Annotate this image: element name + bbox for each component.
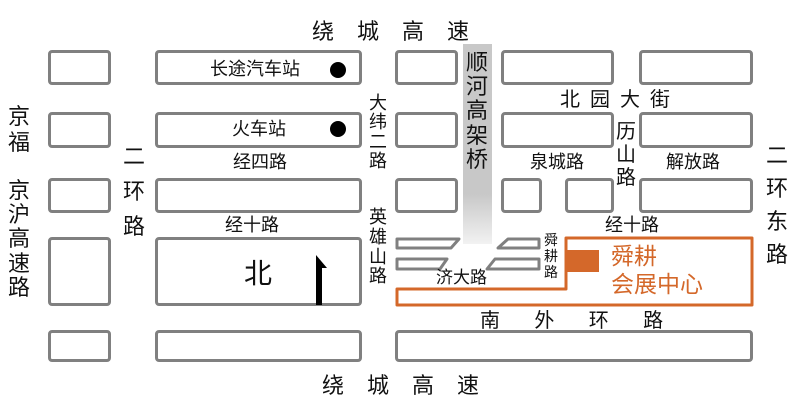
bus-station-marker-icon (330, 62, 346, 78)
label-beiyuan-street: 北园大街 (560, 87, 680, 111)
label-jingshi-road-east: 经十路 (605, 215, 659, 236)
city-block (155, 330, 362, 362)
city-block (155, 50, 362, 85)
label-shungeng-road: 舜耕路 (544, 233, 558, 282)
city-block (501, 112, 614, 148)
label-dawei-2nd-road: 大纬二路 (369, 93, 387, 173)
ramp-block (496, 237, 541, 250)
city-block (501, 178, 542, 213)
label-jingsi-road: 经四路 (233, 152, 287, 173)
label-jingshi-road-west: 经十路 (225, 215, 279, 236)
label-quancheng-road: 泉城路 (530, 152, 584, 173)
train-station-marker-icon (330, 121, 346, 137)
city-block (48, 330, 111, 362)
city-block (639, 50, 753, 85)
city-block (395, 112, 458, 148)
label-south-outer-ring: 南 外 环 路 (480, 308, 678, 332)
north-arrow-icon (316, 255, 327, 305)
label-second-ring-west: 二环路 (123, 145, 146, 241)
venue-area-outline (395, 236, 754, 307)
shunhe-viaduct-highway (463, 44, 492, 244)
city-block (395, 50, 458, 85)
city-block (639, 112, 753, 148)
label-jingfu: 京福 (8, 105, 31, 156)
city-block (155, 178, 362, 213)
label-jinghu-expressway: 京沪高速路 (8, 179, 31, 301)
compass-north-label: 北 (244, 257, 273, 290)
ramp-block (395, 257, 449, 271)
city-block (639, 178, 753, 213)
venue-name-line2: 会展中心 (611, 272, 703, 298)
city-block (155, 112, 362, 148)
label-lishan-road: 历山路 (616, 119, 636, 189)
label-bus-station: 长途汽车站 (210, 59, 300, 80)
city-block (155, 237, 362, 306)
label-yingxiongshan-road: 英雄山路 (369, 207, 387, 288)
city-block (501, 50, 614, 85)
label-jida-road: 济大路 (436, 268, 487, 288)
venue-marker (566, 250, 599, 272)
city-block (48, 237, 111, 306)
city-block (48, 112, 111, 148)
label-train-station: 火车站 (232, 119, 286, 140)
label-jiefang-road: 解放路 (666, 152, 720, 173)
venue-name-line1: 舜耕 (611, 244, 657, 270)
city-block (48, 178, 111, 213)
label-shunhe-viaduct: 顺河高架桥 (466, 51, 489, 173)
city-block (395, 178, 458, 213)
label-bottom-ring: 绕 城 高 速 (322, 374, 487, 399)
ramp-block (395, 237, 461, 250)
label-top-ring: 绕 城 高 速 (312, 20, 477, 45)
city-block (395, 330, 753, 362)
city-block (48, 50, 111, 85)
city-block (565, 178, 614, 213)
label-second-ring-east: 二环东路 (766, 144, 789, 268)
ramp-block (485, 257, 541, 271)
